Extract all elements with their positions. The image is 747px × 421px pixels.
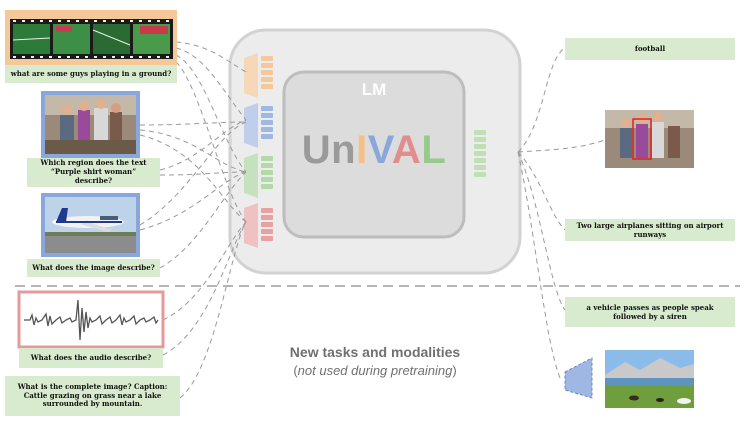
audio-input xyxy=(17,290,165,349)
answer-video: football xyxy=(565,38,735,60)
question-video: what are some guys playing in a ground? xyxy=(5,65,177,83)
model-name-letter: I xyxy=(356,128,368,172)
video-encoder xyxy=(244,53,258,98)
question-audio: What does the audio describe? xyxy=(19,348,163,368)
lm-label: LM xyxy=(361,80,387,99)
video-input xyxy=(5,10,177,66)
question-image-completion: What is the complete image? Caption: Cat… xyxy=(5,376,180,416)
region-box xyxy=(632,118,652,160)
model-name-letter: n xyxy=(331,128,357,172)
output-people-image xyxy=(605,110,694,168)
output-tokens xyxy=(474,130,486,177)
input-connectors xyxy=(139,41,247,399)
model-name-letter: U xyxy=(301,128,332,172)
answer-image-caption: Two large airplanes sitting on airport r… xyxy=(565,219,735,241)
audio-encoder xyxy=(244,203,258,248)
image-tokens xyxy=(261,106,273,139)
airplane-image xyxy=(41,193,140,257)
new-tasks-subtitle: (not used during pretraining) xyxy=(245,363,505,378)
video-tokens xyxy=(261,56,273,89)
output-connectors xyxy=(517,47,606,379)
question-image-caption: What does the image describe? xyxy=(27,259,160,277)
model-name-letter: L xyxy=(421,128,447,172)
model-name: UnIVAL xyxy=(284,128,464,173)
model-name-letter: A xyxy=(391,128,422,172)
image-decoder xyxy=(564,357,593,399)
new-tasks-subtitle-text: (not used during pretraining) xyxy=(293,363,457,378)
model-name-letter: V xyxy=(367,128,392,172)
audio-tokens xyxy=(261,208,273,241)
people-image xyxy=(41,91,140,158)
landscape-image xyxy=(605,350,694,408)
question-region: Which region does the text “Purple shirt… xyxy=(27,158,160,187)
image-encoder xyxy=(244,103,258,148)
new-tasks-title: New tasks and modalities xyxy=(289,344,461,360)
lm-box xyxy=(282,70,466,239)
answer-audio: a vehicle passes as people speak followe… xyxy=(565,297,735,327)
text-tokens xyxy=(261,156,273,189)
text-encoder xyxy=(244,153,258,198)
